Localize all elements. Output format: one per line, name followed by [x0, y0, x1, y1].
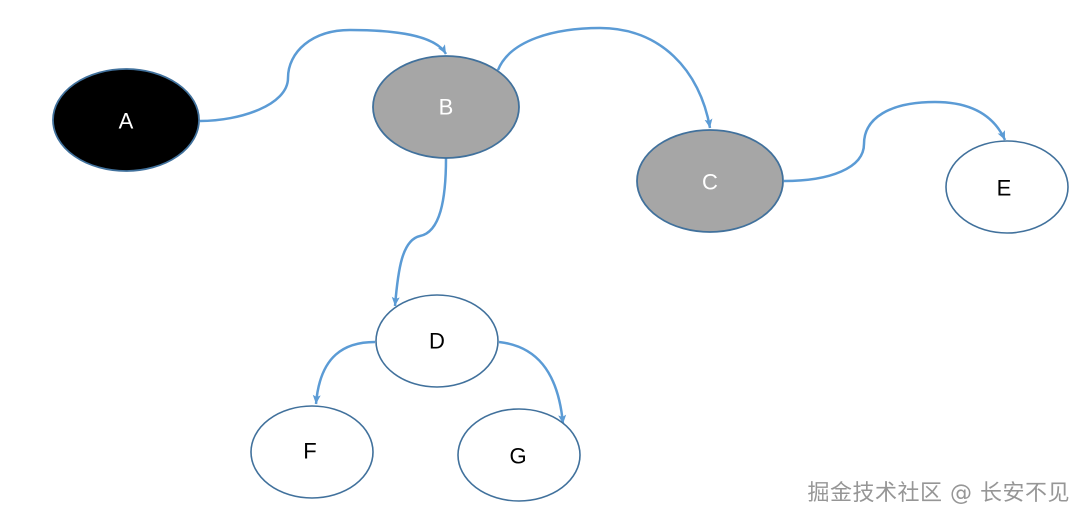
node-d: D — [375, 294, 499, 388]
node-d-label: D — [429, 329, 445, 354]
node-b-shape — [372, 55, 520, 159]
edge-d-f — [312, 340, 376, 405]
node-f: F — [250, 405, 374, 499]
node-a-shape — [52, 68, 200, 172]
node-e: E — [945, 140, 1069, 234]
edges — [199, 26, 1007, 425]
edge-b-c — [496, 26, 713, 129]
nodes: A B C D E F G — [52, 55, 1069, 502]
watermark: 掘金技术社区 @ 长安不见 — [807, 481, 1070, 506]
edge-b-d — [391, 157, 448, 307]
node-c: C — [636, 129, 784, 233]
node-d-shape — [375, 294, 499, 388]
node-a: A — [52, 68, 200, 172]
node-g: G — [457, 408, 581, 502]
node-a-label: A — [119, 109, 134, 134]
node-c-shape — [636, 129, 784, 233]
node-e-label: E — [997, 176, 1012, 201]
node-f-label: F — [303, 439, 316, 464]
node-g-shape — [457, 408, 581, 502]
node-b-label: B — [439, 95, 454, 120]
edge-c-e — [783, 100, 1007, 183]
node-f-shape — [250, 405, 374, 499]
node-c-label: C — [702, 170, 718, 195]
edge-a-b — [199, 28, 448, 123]
node-b: B — [372, 55, 520, 159]
node-e-shape — [945, 140, 1069, 234]
edge-d-g — [498, 340, 567, 425]
node-g-label: G — [509, 444, 526, 469]
